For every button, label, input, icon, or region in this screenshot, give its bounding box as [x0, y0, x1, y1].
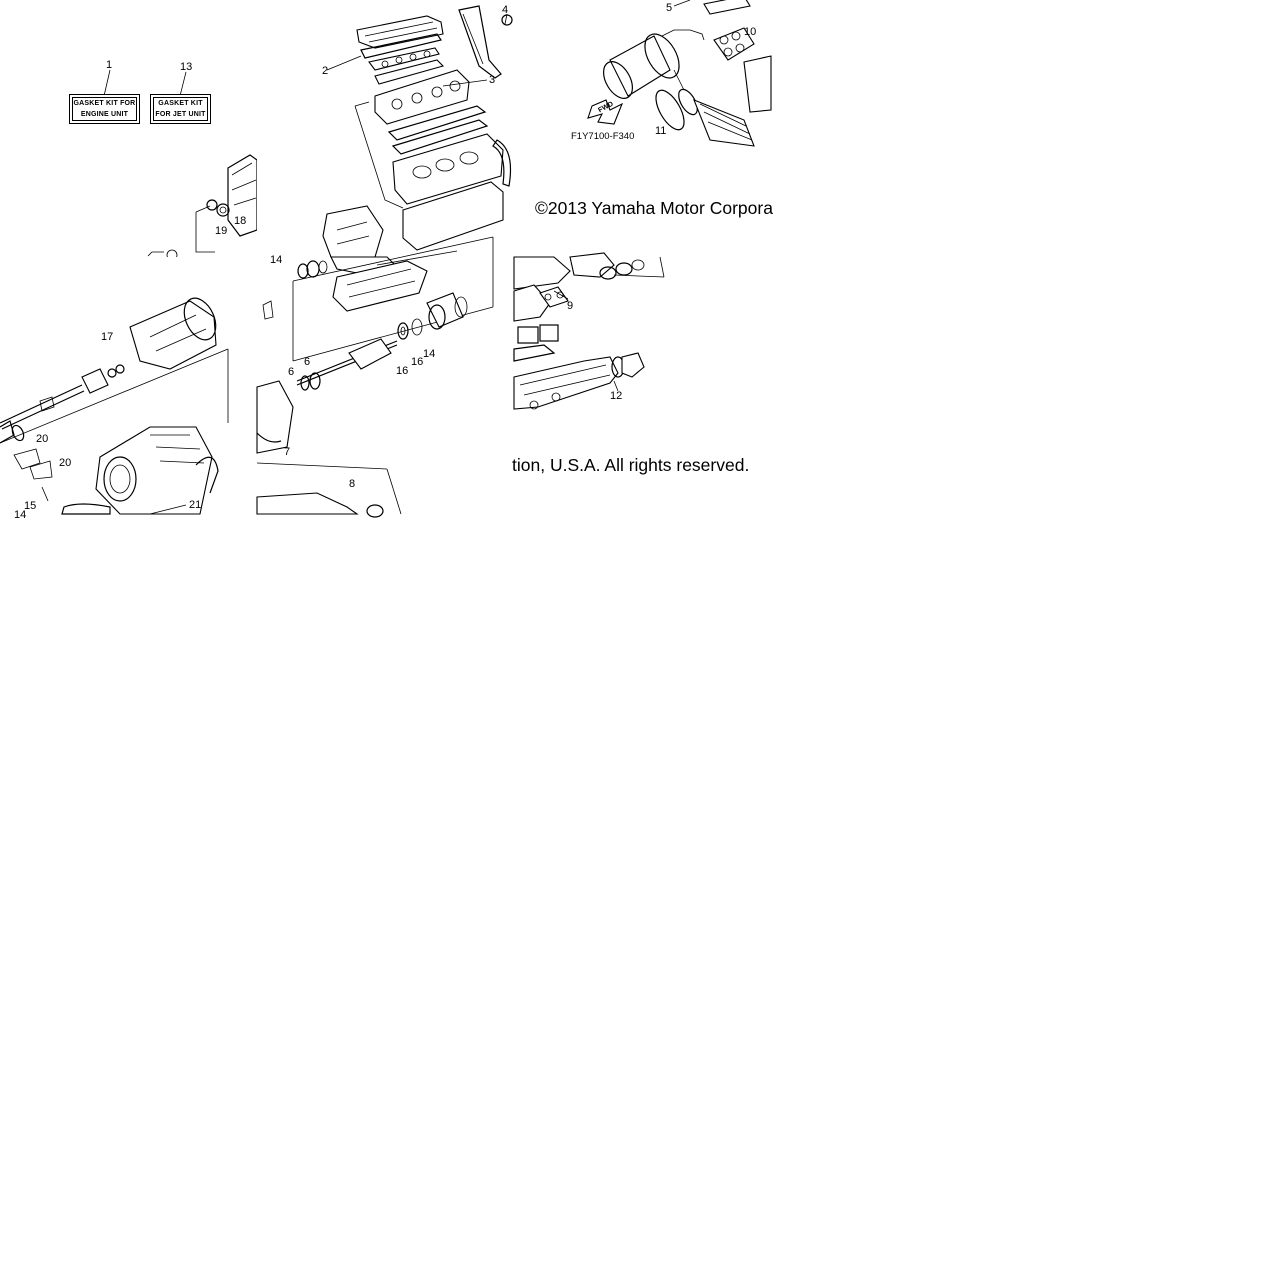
kit-1-line2: ENGINE UNIT — [80, 111, 129, 118]
callout-5: 5 — [666, 2, 673, 14]
callout-10: 10 — [744, 26, 757, 38]
tile-cylinder-head: 4 2 3 — [257, 0, 514, 258]
kit-13-line1: GASKET KIT — [158, 100, 203, 107]
callout-2: 2 — [322, 65, 329, 77]
callout-21: 21 — [189, 499, 202, 511]
copyright-part-2: tion, U.S.A. All rights reserved. — [512, 455, 750, 475]
tile-jet-housing: 17 20 20 21 15 14 — [0, 257, 257, 521]
kit-13-number: 13 — [180, 61, 193, 73]
kit-1-number: 1 — [106, 59, 113, 71]
callout-14-right: 14 — [423, 348, 436, 360]
copyright-part-1: ©2013 Yamaha Motor Corpora — [535, 198, 773, 218]
callout-3: 3 — [489, 74, 496, 86]
callout-6a: 6 — [288, 366, 295, 378]
callout-18: 18 — [234, 215, 247, 227]
callout-6b: 6 — [304, 356, 311, 368]
tile-bottom-right-drawing — [513, 252, 665, 410]
callout-16b: 16 — [411, 356, 424, 368]
callout-7: 7 — [284, 446, 291, 458]
tile-gasket-kits: 1 GASKET KIT FOR ENGINE UNIT 13 GASKET K… — [0, 0, 258, 261]
callout-14-top: 14 — [270, 254, 283, 266]
figure-code: F1Y7100-F340 — [571, 131, 635, 142]
callout-15: 15 — [24, 500, 37, 512]
callout-17: 17 — [101, 331, 114, 343]
callout-16a: 16 — [396, 365, 409, 377]
callout-8: 8 — [349, 478, 356, 490]
tile-intake-duct: FWD 5 10 11 F1Y7100-F340 ©2013 Yamaha Mo… — [514, 0, 773, 257]
callout-19: 19 — [215, 225, 228, 237]
kit-1-line1: GASKET KIT FOR — [73, 100, 136, 107]
parts-diagram-mosaic: 1 GASKET KIT FOR ENGINE UNIT 13 GASKET K… — [0, 0, 773, 521]
tile-exhaust-pipe: 9 12 tion, U.S.A. All rights reserved. — [512, 252, 771, 514]
callout-11: 11 — [655, 125, 667, 137]
callout-14-edge: 14 — [14, 509, 27, 521]
tile-top-middle-drawing — [322, 5, 513, 258]
tile-bottom-left-drawing — [0, 297, 229, 515]
callout-4: 4 — [502, 4, 509, 16]
tile-drive-shaft: 14 6 6 16 16 14 7 8 — [256, 236, 514, 518]
engine-gasket-kit-label: GASKET KIT FOR ENGINE UNIT — [69, 94, 140, 124]
callout-9: 9 — [567, 300, 574, 312]
callout-20b: 20 — [59, 457, 72, 469]
tile-top-left-drawing — [103, 69, 258, 261]
tile-top-right-drawing — [587, 0, 772, 147]
callout-20a: 20 — [36, 433, 49, 445]
tile-bottom-middle-drawing — [256, 236, 494, 518]
kit-13-line2: FOR JET UNIT — [155, 111, 206, 118]
jet-gasket-kit-label: GASKET KIT FOR JET UNIT — [150, 94, 211, 124]
callout-12: 12 — [610, 390, 623, 402]
